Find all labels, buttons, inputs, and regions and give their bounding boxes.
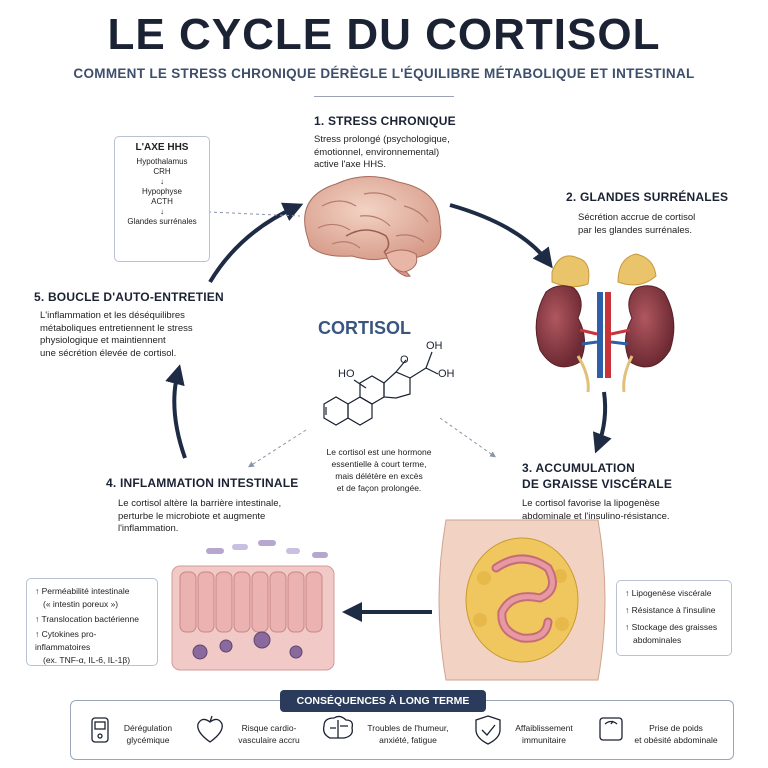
- consequence-label: Affaiblissement: [515, 723, 573, 733]
- dashed-cortisol-to-gut: [247, 429, 307, 468]
- brain-illustration: [304, 175, 442, 277]
- gut-effect-item: ↑ Cytokines pro-inflammatoires: [35, 629, 97, 652]
- step1-text: Stress prolongé (psychologique, émotionn…: [314, 134, 450, 172]
- consequence-item: Dérégulation glycémique: [112, 722, 184, 746]
- fat-effects-box: ↑ Lipogenèse viscérale ↑ Résistance à l'…: [616, 580, 732, 656]
- step5-line: une sécrétion élevée de cortisol.: [40, 347, 177, 359]
- step5-line: métaboliques entretiennent le stress: [40, 322, 193, 334]
- consequence-label: glycémique: [126, 735, 170, 745]
- gut-effect-item: ↑ Translocation bactérienne: [35, 614, 139, 624]
- gut-effect-item: (« intestin poreux »): [43, 599, 119, 609]
- molecule-label-ho: HO: [338, 368, 355, 380]
- fat-effect-item: ↑ Stockage des graisses: [625, 622, 718, 632]
- down-arrow-icon: ↓: [160, 207, 164, 216]
- step4-text: Le cortisol altère la barrière intestina…: [118, 498, 281, 536]
- consequence-label: Dérégulation: [123, 723, 173, 733]
- step2-line: Sécrétion accrue de cortisol: [578, 212, 696, 223]
- step1-line: émotionnel, environnemental): [314, 146, 440, 158]
- arrow-gut-to-loop: [165, 364, 187, 459]
- consequence-item: Troubles de l'humeur, anxiété, fatigue: [356, 722, 460, 746]
- axis-box-title: L'AXE HHS: [135, 142, 189, 153]
- fat-effect-item: ↑ Résistance à l'insuline: [625, 605, 716, 615]
- consequence-item: Prise de poids et obésité abdominale: [626, 722, 726, 746]
- fat-effect-item: abdominales: [633, 635, 682, 645]
- step3-title-line: 3. ACCUMULATION: [522, 461, 635, 475]
- step3-line: abdominale et l'insulino-résistance.: [522, 510, 670, 522]
- page-title: LE CYCLE DU CORTISOL: [107, 10, 661, 59]
- step2-text: Sécrétion accrue de cortisol par les gla…: [578, 212, 695, 237]
- page-subtitle: COMMENT LE STRESS CHRONIQUE DÉRÈGLE L'ÉQ…: [73, 66, 695, 81]
- intestinal-tissue-illustration: [171, 540, 335, 671]
- gut-effects-box: ↑ Perméabilité intestinale (« intestin p…: [26, 578, 158, 666]
- step5-line: L'inflammation et les déséquilibres: [40, 310, 185, 321]
- cortisol-molecule: [323, 351, 439, 426]
- step4-line: Le cortisol altère la barrière intestina…: [118, 498, 282, 509]
- abdomen-illustration: [438, 519, 606, 681]
- step2-title: 2. GLANDES SURRÉNALES: [566, 190, 729, 204]
- cortisol-description: Le cortisol est une hormone essentielle …: [314, 446, 444, 494]
- consequence-label: Prise de poids: [649, 723, 703, 733]
- cortisol-desc-line: essentielle à court terme,: [331, 459, 427, 469]
- consequence-label: immunitaire: [522, 735, 566, 745]
- step4-line: perturbe le microbiote et augmente: [118, 510, 266, 522]
- gut-effect-item: ↑ Perméabilité intestinale: [35, 586, 130, 596]
- step3-line: Le cortisol favorise la lipogenèse: [522, 498, 660, 509]
- axis-item-acth: ACTH: [151, 197, 173, 206]
- consequence-label: Troubles de l'humeur,: [367, 723, 449, 733]
- molecule-label-oh-top: OH: [426, 340, 443, 352]
- step5-text: L'inflammation et les déséquilibres méta…: [40, 310, 193, 360]
- gut-effect-item: (ex. TNF-α, IL-6, IL-1β): [43, 655, 131, 665]
- consequence-label: vasculaire accru: [238, 735, 300, 745]
- cortisol-desc-line: et de façon prolongée.: [336, 483, 422, 493]
- arrow-loop-to-brain: [208, 202, 304, 284]
- consequence-item: Risque cardio- vasculaire accru: [226, 722, 312, 746]
- dashed-cortisol-to-fat: [439, 417, 496, 458]
- molecule-label-o: O: [400, 354, 409, 366]
- step5-title: 5. BOUCLE D'AUTO-ENTRETIEN: [34, 290, 224, 304]
- axis-item-glandes: Glandes surrénales: [127, 217, 197, 226]
- fat-effect-item: ↑ Lipogenèse viscérale: [625, 588, 712, 598]
- step3-text: Le cortisol favorise la lipogenèse abdom…: [522, 498, 670, 523]
- molecule-label-oh-right: OH: [438, 368, 455, 380]
- cortisol-label: CORTISOL: [318, 318, 411, 338]
- arrow-brain-to-adrenals: [449, 203, 553, 269]
- consequences-header: CONSÉQUENCES À LONG TERME: [280, 690, 486, 712]
- step1-title: 1. STRESS CHRONIQUE: [314, 114, 456, 128]
- consequence-label: anxiété, fatigue: [379, 735, 437, 745]
- axis-item-crh: CRH: [153, 167, 171, 176]
- consequence-label: et obésité abdominale: [634, 735, 718, 745]
- step5-line: physiologique et maintiennent: [40, 335, 166, 346]
- title-divider: [314, 96, 454, 97]
- cortisol-desc-line: mais délétère en excès: [335, 471, 423, 481]
- step4-title: 4. INFLAMMATION INTESTINALE: [106, 476, 299, 490]
- consequence-label: Risque cardio-: [241, 723, 297, 733]
- step2-line: par les glandes surrénales.: [578, 224, 693, 236]
- step3-title: 3. ACCUMULATION DE GRAISSE VISCÉRALE: [522, 460, 672, 492]
- down-arrow-icon: ↓: [160, 177, 164, 186]
- step4-line: l'inflammation.: [118, 523, 179, 534]
- cortisol-desc-line: Le cortisol est une hormone: [326, 447, 432, 457]
- step1-line: Stress prolongé (psychologique,: [314, 134, 450, 145]
- step3-title-line: DE GRAISSE VISCÉRALE: [522, 477, 673, 491]
- arrow-adrenals-to-fat: [592, 391, 612, 454]
- step1-line: active l'axe HHS.: [314, 159, 387, 170]
- consequence-item: Affaiblissement immunitaire: [504, 722, 584, 746]
- axis-box: L'AXE HHS Hypothalamus CRH ↓ Hypophyse A…: [114, 136, 210, 262]
- axis-item-hypothalamus: Hypothalamus: [136, 157, 188, 166]
- adrenal-kidney-illustration: [535, 253, 675, 393]
- axis-item-hypophyse: Hypophyse: [141, 187, 183, 196]
